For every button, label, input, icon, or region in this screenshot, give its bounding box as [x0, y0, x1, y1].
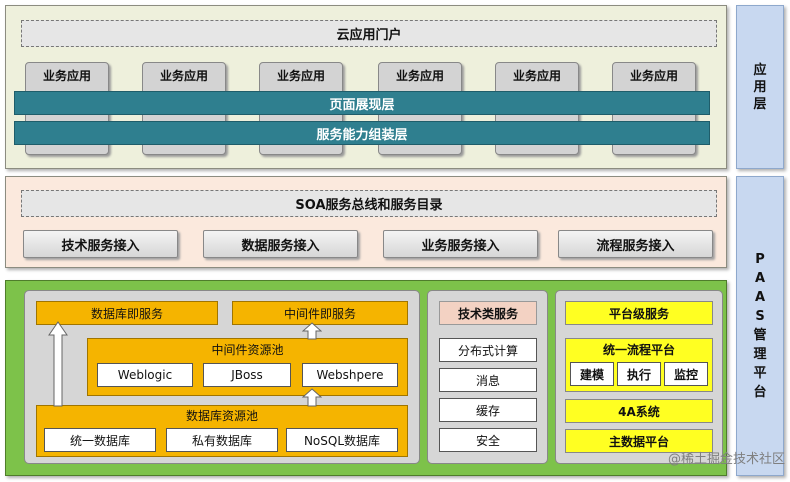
side-char: 用 — [753, 79, 767, 95]
4a-system-box: 4A系统 — [565, 399, 713, 423]
business-app-label: 业务应用 — [395, 68, 444, 83]
arrow-up-icon — [302, 322, 322, 340]
websphere-box: Webshpere — [302, 363, 398, 387]
modeling-box: 建模 — [570, 362, 614, 386]
platform-services-title: 平台级服务 — [565, 301, 713, 325]
paas-layer-side-label: P A A S 管 理 平 台 — [736, 176, 784, 476]
business-app-label: 业务应用 — [512, 68, 561, 83]
arrow-up-icon — [48, 321, 68, 407]
cache-box: 缓存 — [439, 398, 537, 422]
side-char: P — [755, 252, 765, 267]
messaging-box: 消息 — [439, 368, 537, 392]
arrow-up-icon — [302, 388, 322, 407]
monitoring-box: 监控 — [664, 362, 708, 386]
side-char: 理 — [753, 347, 767, 362]
soa-service-bus: SOA服务总线和服务目录 — [21, 190, 717, 217]
tech-service-access: 技术服务接入 — [23, 230, 178, 258]
database-pool-title: 数据库资源池 — [185, 408, 258, 423]
unified-database-box: 统一数据库 — [44, 428, 156, 452]
side-char: 台 — [753, 385, 767, 400]
side-char: A — [754, 271, 766, 286]
side-char: 应 — [753, 62, 767, 78]
execution-box: 执行 — [617, 362, 661, 386]
process-service-access: 流程服务接入 — [558, 230, 713, 258]
business-app-label: 业务应用 — [629, 68, 678, 83]
private-database-box: 私有数据库 — [166, 428, 278, 452]
weblogic-box: Weblogic — [97, 363, 193, 387]
jboss-box: JBoss — [203, 363, 291, 387]
master-data-platform-box: 主数据平台 — [565, 429, 713, 453]
workflow-platform-title: 统一流程平台 — [602, 342, 675, 357]
side-char: 平 — [753, 366, 767, 381]
middleware-pool-title: 中间件资源池 — [211, 342, 284, 357]
side-char: 层 — [753, 96, 767, 112]
business-service-access: 业务服务接入 — [383, 230, 538, 258]
presentation-layer-bar: 页面展现层 — [14, 91, 710, 115]
cloud-portal: 云应用门户 — [21, 20, 717, 47]
data-service-access: 数据服务接入 — [203, 230, 358, 258]
technical-services-title: 技术类服务 — [439, 301, 537, 325]
nosql-database-box: NoSQL数据库 — [286, 428, 398, 452]
business-app-label: 业务应用 — [276, 68, 325, 83]
distributed-computing-box: 分布式计算 — [439, 338, 537, 362]
service-assembly-layer-bar: 服务能力组装层 — [14, 121, 710, 145]
side-char: A — [754, 290, 766, 305]
side-char: 管 — [753, 328, 767, 343]
business-app-label: 业务应用 — [42, 68, 91, 83]
middleware-as-service: 中间件即服务 — [232, 301, 408, 325]
business-app-label: 业务应用 — [159, 68, 208, 83]
watermark: @稀土掘金技术社区 — [667, 452, 785, 467]
security-box: 安全 — [439, 428, 537, 452]
app-layer-side-label: 应 用 层 — [736, 5, 784, 169]
database-as-service: 数据库即服务 — [36, 301, 218, 325]
side-char: S — [755, 309, 765, 324]
